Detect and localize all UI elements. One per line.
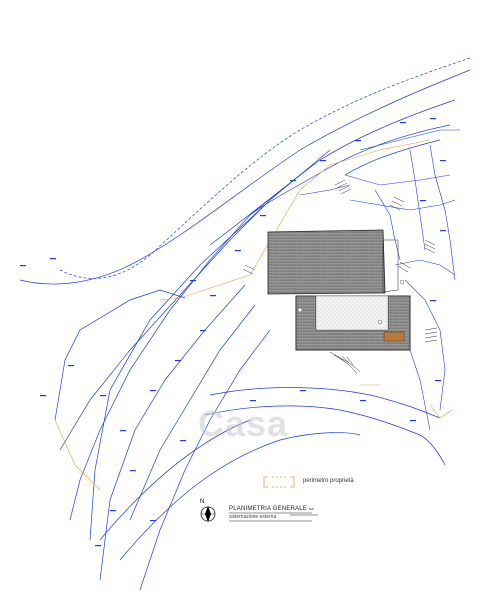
survey-lines-diagonal: [54, 149, 331, 591]
north-label: N: [200, 499, 205, 505]
drawing-title-text: PLANIMETRIA GENERALE: [229, 506, 308, 512]
terrace-arc: [329, 351, 361, 375]
property-boundary: [54, 139, 453, 491]
north-arrow: [200, 506, 216, 522]
drawing-title: PLANIMETRIA GENERALE scl: [229, 506, 314, 512]
road-lines-upper: [19, 69, 471, 285]
watermark: Casa: [198, 403, 289, 444]
building-wing: [295, 279, 411, 351]
drawing-subtitle: sistemazione esterna: [229, 514, 277, 520]
stairs-hatching: [242, 179, 438, 343]
building-roof: [267, 229, 399, 295]
title-underline: [229, 512, 318, 522]
road-lines-lower: [99, 387, 446, 561]
legend-swatch: [263, 476, 295, 488]
legend-label: perimetro proprietà: [303, 478, 354, 484]
survey-network-upper: [299, 129, 460, 431]
drawing-title-scale: scl: [308, 506, 315, 511]
road-dashed-edge: [59, 57, 471, 279]
